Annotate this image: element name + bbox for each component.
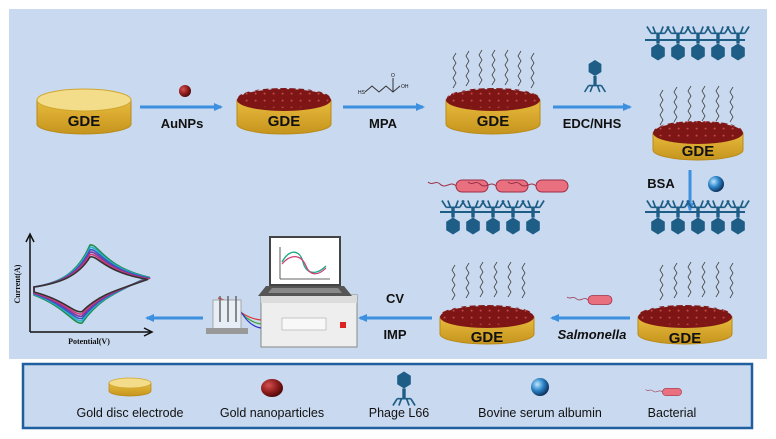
electrode-mpa: GDE bbox=[445, 49, 541, 135]
legend-box bbox=[21, 362, 754, 430]
legend-label-electrode: Gold disc electrode bbox=[76, 406, 183, 420]
electrode-bsa: GDE bbox=[637, 199, 750, 347]
cv-plot: Current(A) Potential(V) bbox=[13, 232, 154, 346]
step-label-imp: IMP bbox=[383, 327, 406, 342]
svg-text:HS: HS bbox=[358, 90, 366, 96]
svg-text:OH: OH bbox=[401, 84, 409, 90]
electrode-aunp: GDE bbox=[236, 88, 332, 135]
y-axis-label: Current(A) bbox=[13, 264, 22, 303]
svg-text:O: O bbox=[391, 73, 395, 79]
step-label-aunps: AuNPs bbox=[161, 116, 204, 131]
cv-curves bbox=[33, 244, 152, 324]
step-label-edc-nhs: EDC/NHS bbox=[563, 116, 622, 131]
electrochemical-workstation bbox=[206, 236, 358, 348]
step-label-bsa: BSA bbox=[647, 176, 675, 191]
legend-label-bacterial: Bacterial bbox=[648, 406, 697, 420]
legend: Gold disc electrode Gold nanoparticles P… bbox=[76, 370, 697, 420]
legend-label-bsa: Bovine serum albumin bbox=[478, 406, 602, 420]
electrode-bare: GDE bbox=[36, 88, 132, 135]
step-label-salmonella: Salmonella bbox=[558, 327, 627, 342]
electrode-label: GDE bbox=[669, 330, 702, 347]
legend-label-nanoparticles: Gold nanoparticles bbox=[220, 406, 324, 420]
mpa-molecule-icon: HS OH O bbox=[358, 73, 409, 96]
step-label-cv: CV bbox=[386, 291, 404, 306]
diagram-background bbox=[9, 9, 767, 359]
cv-curve bbox=[33, 256, 149, 313]
bsa-icon bbox=[531, 378, 549, 396]
electrode-phage: GDE bbox=[645, 25, 750, 161]
electrode-label: GDE bbox=[682, 143, 715, 160]
bsa-icon bbox=[708, 176, 724, 192]
electrode-label: GDE bbox=[477, 113, 510, 130]
step-label-mpa: MPA bbox=[369, 116, 398, 131]
electrode-label: GDE bbox=[471, 329, 504, 346]
nanoparticle-icon bbox=[261, 379, 283, 397]
x-axis-label: Potential(V) bbox=[68, 337, 110, 346]
electrode-captured: GDE bbox=[427, 179, 569, 346]
electrode-label: GDE bbox=[68, 113, 101, 130]
laptop-icon bbox=[258, 236, 352, 296]
disc-electrode-icon bbox=[108, 377, 152, 397]
electrode-label: GDE bbox=[268, 113, 301, 130]
legend-label-phage: Phage L66 bbox=[369, 406, 430, 420]
nanoparticle-icon bbox=[179, 85, 191, 97]
